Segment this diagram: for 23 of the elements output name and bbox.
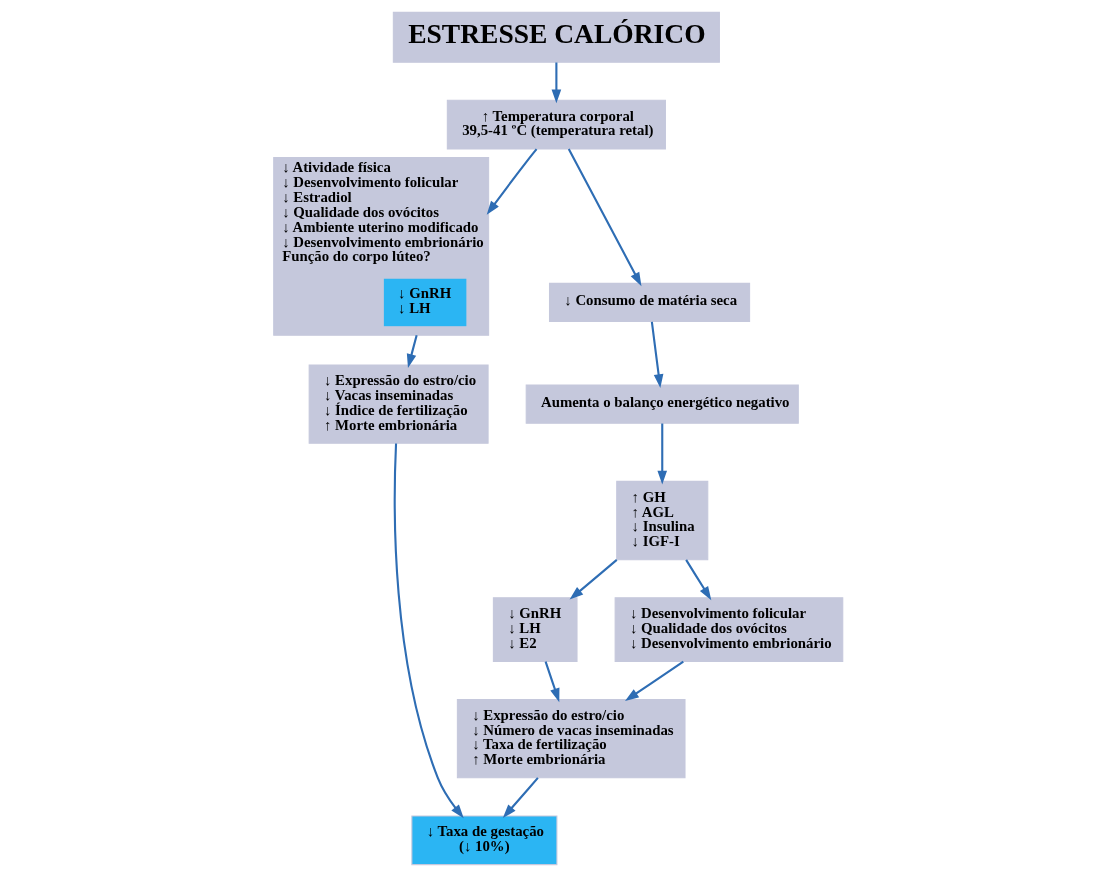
- node-box: ↓ Expressão do estro/cio ↓ Vacas inseminadas ↓ Índice de fertilização ↑ Morte embrionária: [308, 364, 489, 444]
- arrow: [544, 661, 560, 703]
- arrow: [486, 148, 538, 215]
- node-box: ↓ Taxa de gestação (↓ 10%): [411, 815, 558, 866]
- node-box: ↓ Desenvolvimento folicular ↓ Qualidade dos ovócitos ↓ Desenvolvimento embrionário: [614, 597, 844, 662]
- arrow: [567, 148, 642, 287]
- arrow: [657, 423, 668, 485]
- node-box: ↑ GH ↑ AGL ↓ Insulina ↓ IGF-I: [616, 480, 709, 561]
- arrow: [625, 660, 684, 702]
- arrow: [685, 559, 712, 601]
- arrow: [406, 335, 418, 368]
- node-box: ↓ Consumo de matéria seca: [548, 282, 751, 323]
- arrow: [650, 321, 664, 389]
- node-box: Aumenta o balanço energético negativo: [525, 384, 799, 424]
- node-box: ↑ Temperatura corporal 39,5-41 ºC (temperatura retal): [446, 99, 666, 150]
- arrow: [393, 443, 464, 819]
- arrow: [502, 777, 539, 819]
- arrow: [569, 559, 618, 600]
- arrow: [551, 62, 562, 104]
- node-box: ↓ GnRH ↓ LH ↓ E2: [492, 597, 578, 662]
- node-box: ↓ GnRH ↓ LH: [382, 277, 468, 328]
- node-box: ESTRESSE CALÓRICO: [392, 11, 720, 63]
- node-box: ↓ Expressão do estro/cio ↓ Número de vacas inseminadas ↓ Taxa de fertilização ↑ Morte embrionária: [456, 698, 686, 779]
